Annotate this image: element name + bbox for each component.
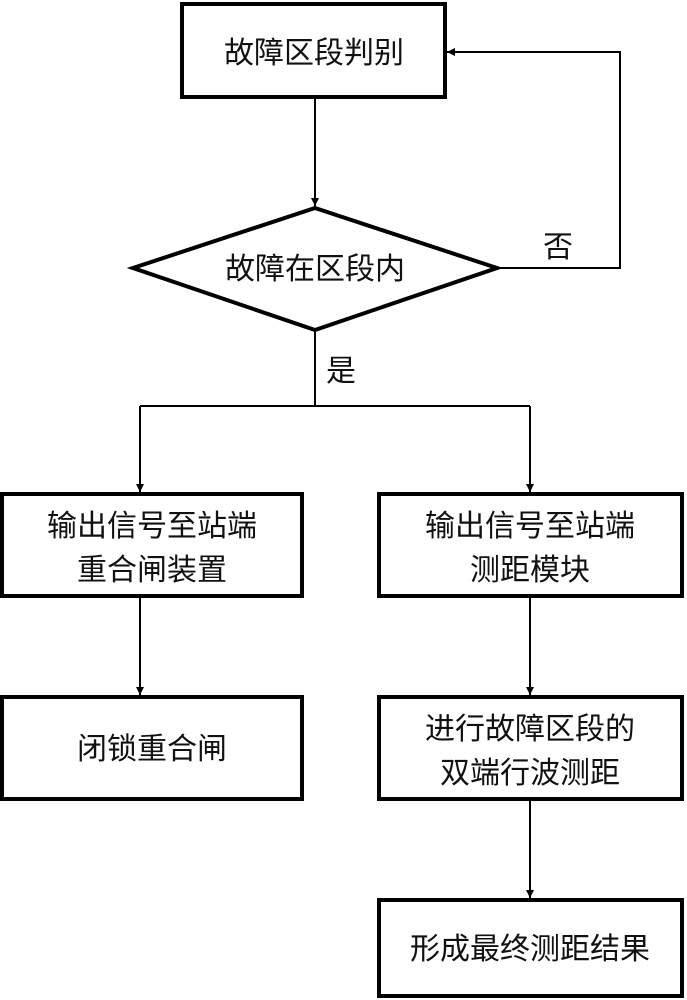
- block-reclose-label: 闭锁重合闸: [77, 732, 227, 767]
- final-result-label: 形成最终测距结果: [410, 932, 650, 967]
- left-output-line-2: 重合闸装置: [77, 553, 227, 588]
- line-yes-split: [140, 330, 316, 407]
- fault-section-judge-box: 故障区段判别: [180, 2, 447, 99]
- double-ended-line-2: 双端行波测距: [440, 756, 620, 791]
- right-output-line-1: 输出信号至站端: [425, 509, 635, 544]
- final-result-box: 形成最终测距结果: [377, 898, 684, 998]
- right-output-line-2: 测距模块: [470, 553, 590, 588]
- double-ended-line-1: 进行故障区段的: [425, 712, 635, 747]
- block-reclose-box: 闭锁重合闸: [0, 695, 304, 801]
- decision-label: 故障在区段内: [225, 252, 405, 287]
- left-output-box: 输出信号至站端 重合闸装置: [0, 492, 304, 598]
- double-ended-box: 进行故障区段的 双端行波测距: [377, 695, 684, 801]
- connectors: [136, 48, 621, 898]
- fault-section-judge-label: 故障区段判别: [224, 36, 404, 71]
- yes-branch-label: 是: [326, 354, 356, 389]
- decision-diamond: 故障在区段内: [126, 205, 504, 333]
- arrow-no-loop: [447, 48, 621, 269]
- right-output-box: 输出信号至站端 测距模块: [377, 492, 684, 598]
- left-output-line-1: 输出信号至站端: [47, 509, 257, 544]
- no-branch-label: 否: [543, 230, 573, 265]
